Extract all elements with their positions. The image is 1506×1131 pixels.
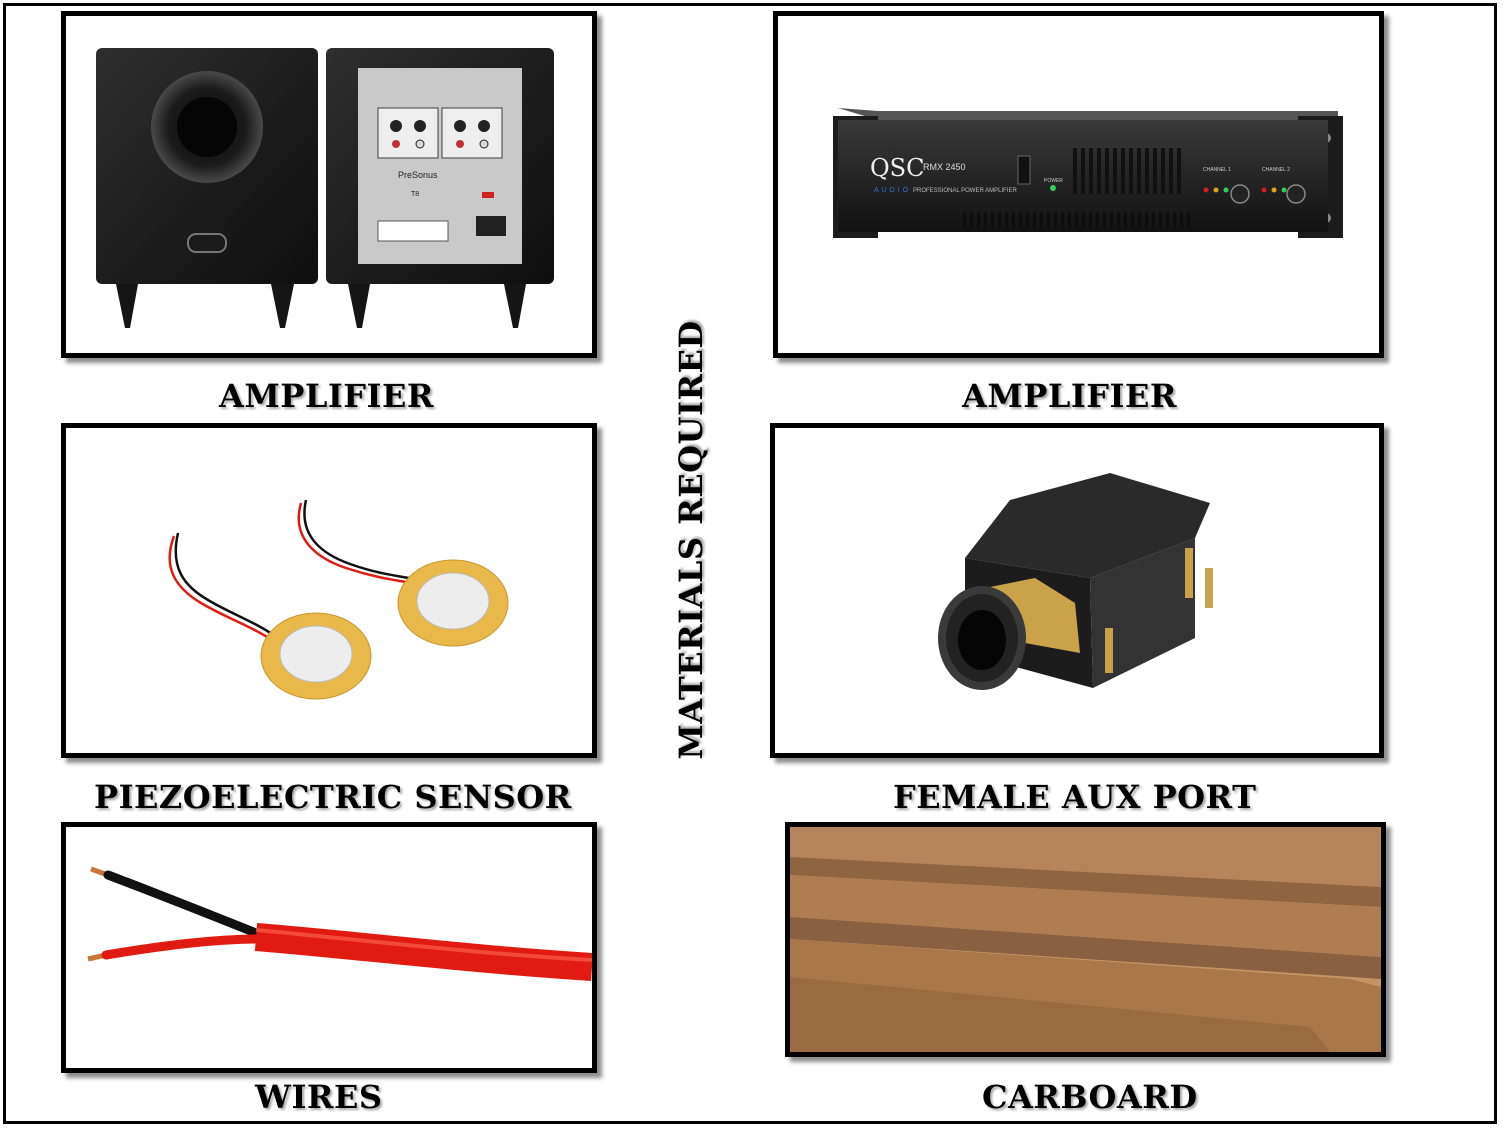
channel-1-text: CHANNEL 1 [1203,167,1231,173]
audio-text: AUDIO [874,187,911,194]
power-amplifier-icon: QSC AUDIO RMX 2450 PROFESSIONAL POWER AM… [833,108,1343,238]
brand-text: PreSonus [398,170,438,180]
label-wires: WIRES [255,1078,383,1116]
power-text: POWER [1044,178,1063,184]
channel-2-text: CHANNEL 2 [1262,167,1290,173]
model-text: T8 [411,191,419,198]
qsc-logo-text: QSC [870,154,924,182]
label-aux-port: FEMALE AUX PORT [893,778,1257,816]
cardboard-sheets-icon [790,827,1381,1052]
label-amplifier-1: AMPLIFIER [219,377,434,415]
cardboard-image [785,822,1386,1057]
piezo-sensor-image [61,423,597,758]
subwoofer-image: PreSonus T8 [61,11,597,358]
audio-jack-icon [938,473,1213,690]
page-title: MATERIALS REQUIRED [672,320,710,760]
label-amplifier-2: AMPLIFIER [962,377,1177,415]
aux-port-image [770,423,1384,758]
piezo-disc-icon [168,499,509,700]
amp-caption-text: PROFESSIONAL POWER AMPLIFIER [913,188,1017,194]
model-number-text: RMX 2450 [923,162,966,172]
red-black-wire-icon [87,866,592,981]
label-piezo-sensor: PIEZOELECTRIC SENSOR [94,778,572,816]
wires-image [61,822,597,1073]
subwoofer-icon: PreSonus T8 [96,48,554,328]
power-amplifier-image: QSC AUDIO RMX 2450 PROFESSIONAL POWER AM… [773,11,1384,358]
label-cardboard: CARBOARD [982,1078,1198,1116]
